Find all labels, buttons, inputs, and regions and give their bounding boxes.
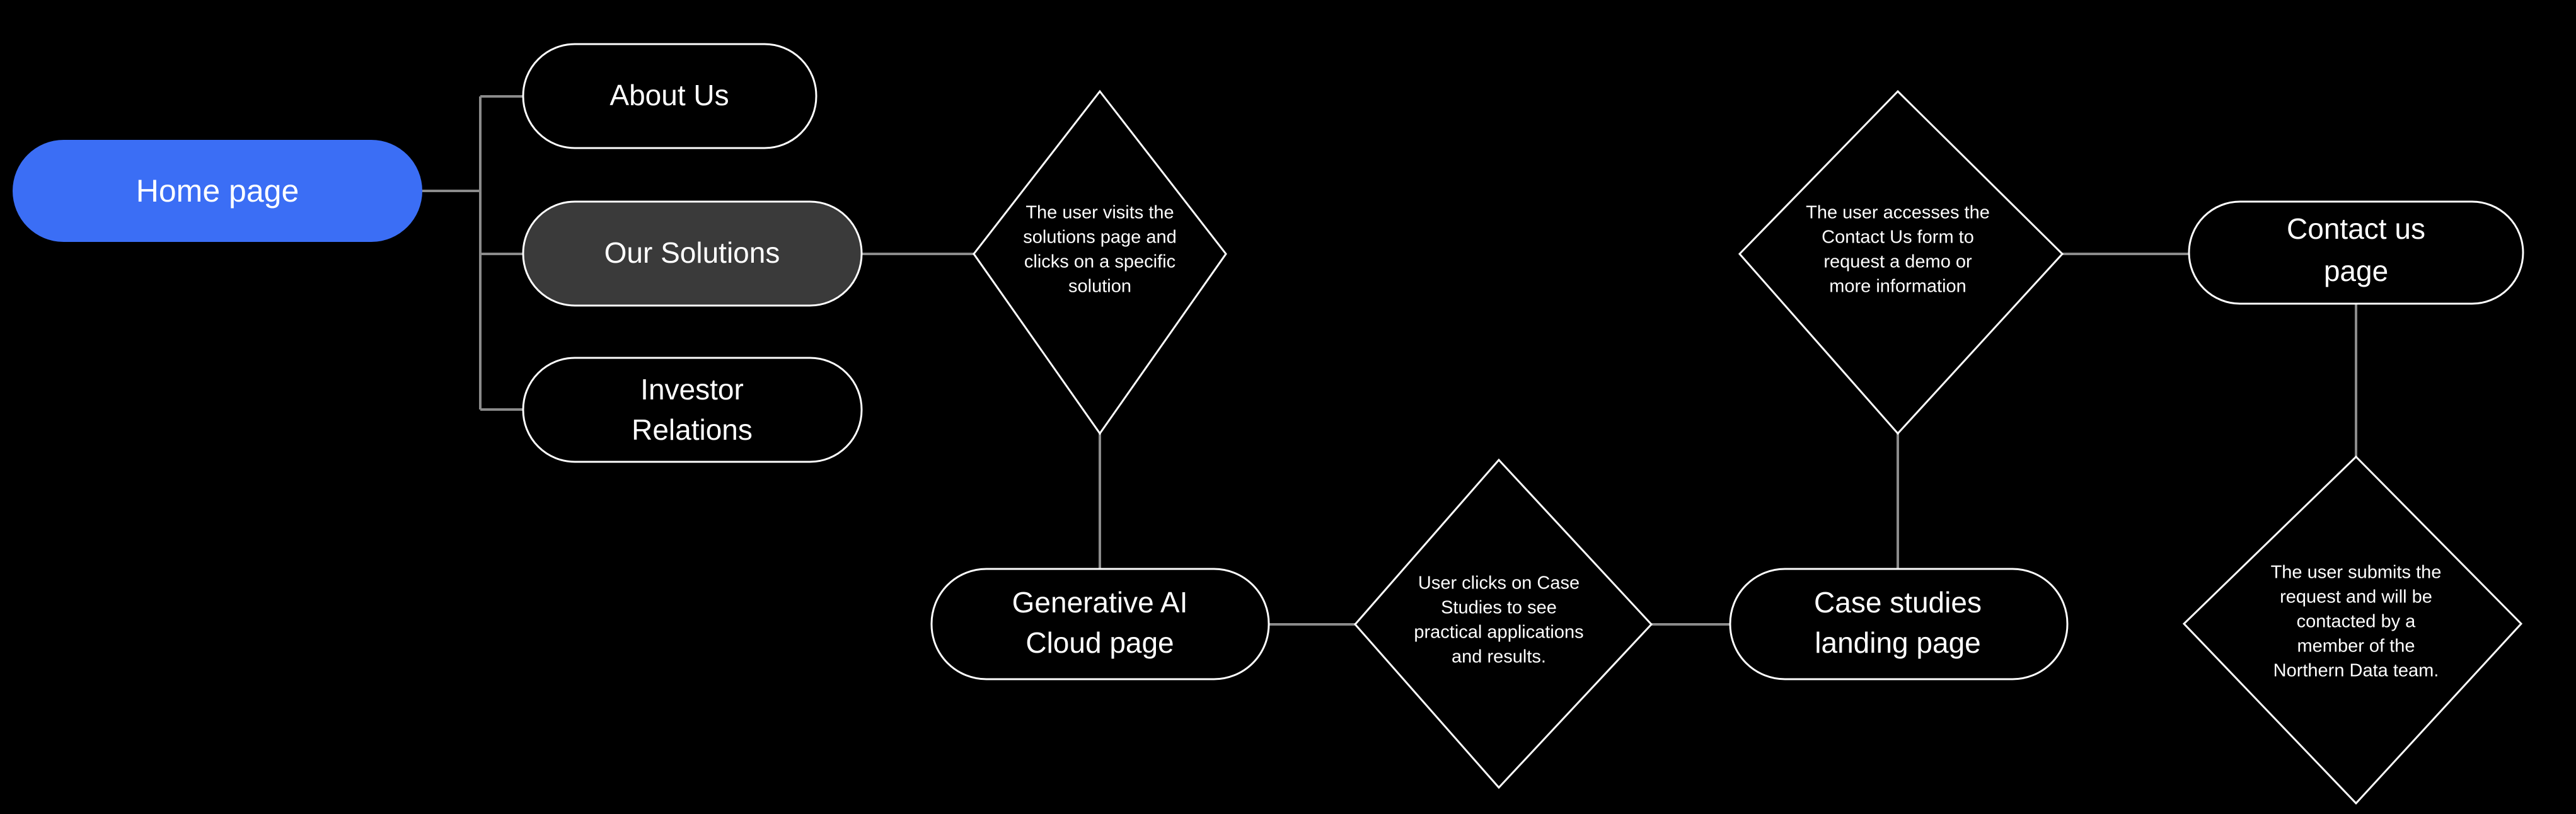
node-our-solutions-label: Our Solutions [604, 236, 780, 269]
decision-submit-request-line-1: The user submits the [2271, 563, 2442, 583]
decision-visit-solutions-line-4: solution [1068, 277, 1131, 297]
decision-visit-solutions-line-2: solutions page and [1023, 227, 1176, 248]
node-generative-ai-cloud-page-line-1: Generative AI [1012, 586, 1188, 619]
decision-access-contact-form-line-2: Contact Us form to [1822, 227, 1974, 248]
decision-access-contact-form-shape [1738, 89, 2064, 435]
decision-submit-request-line-3: contacted by a [2297, 612, 2416, 632]
decision-click-case-studies-line-1: User clicks on Case [1418, 573, 1580, 593]
decision-click-case-studies[interactable]: User clicks on Case Studies to see pract… [1354, 458, 1653, 789]
decision-click-case-studies-shape [1354, 458, 1653, 789]
edge-group [422, 95, 2357, 626]
node-our-solutions[interactable]: Our Solutions [522, 200, 863, 307]
node-contact-us-page-line-2: page [2324, 255, 2388, 287]
decision-submit-request-line-5: Northern Data team. [2273, 661, 2439, 681]
node-investor-relations-line-1: Investor [640, 373, 744, 406]
node-home-page-shape [13, 140, 422, 242]
node-case-studies-landing-page-line-1: Case studies [1814, 586, 1982, 619]
node-generative-ai-cloud-page[interactable]: Generative AI Cloud page [930, 568, 1270, 680]
decision-click-case-studies-line-3: practical applications [1414, 622, 1583, 643]
node-generative-ai-cloud-page-line-2: Cloud page [1025, 626, 1174, 659]
node-home-page-label: Home page [136, 173, 299, 209]
decision-access-contact-form[interactable]: The user accesses the Contact Us form to… [1738, 89, 2064, 435]
node-about-us-shape [522, 43, 817, 149]
node-generative-ai-cloud-page-shape [930, 568, 1270, 680]
node-contact-us-page[interactable]: Contact us page [2188, 200, 2524, 305]
decision-access-contact-form-line-3: request a demo or [1823, 252, 1972, 272]
decision-click-case-studies-line-2: Studies to see [1441, 598, 1557, 618]
decision-submit-request[interactable]: The user submits the request and will be… [2182, 455, 2523, 805]
decision-visit-solutions-line-3: clicks on a specific [1024, 252, 1175, 272]
decision-submit-request-shape [2182, 455, 2523, 805]
node-case-studies-landing-page[interactable]: Case studies landing page [1729, 568, 2069, 680]
node-contact-us-page-line-1: Contact us [2287, 212, 2425, 245]
node-investor-relations-line-2: Relations [632, 413, 753, 446]
node-investor-relations[interactable]: Investor Relations [522, 357, 863, 463]
decision-visit-solutions-shape [973, 89, 1227, 435]
node-contact-us-page-shape [2188, 200, 2524, 305]
node-about-us-label: About Us [609, 79, 729, 112]
decision-visit-solutions[interactable]: The user visits the solutions page and c… [973, 89, 1227, 435]
decision-submit-request-line-4: member of the [2297, 636, 2415, 656]
decision-visit-solutions-line-1: The user visits the [1025, 203, 1174, 223]
decision-submit-request-line-2: request and will be [2280, 587, 2432, 607]
node-case-studies-landing-page-line-2: landing page [1815, 626, 1980, 659]
node-home-page[interactable]: Home page [13, 140, 422, 242]
decision-access-contact-form-line-1: The user accesses the [1806, 203, 1990, 223]
decision-access-contact-form-line-4: more information [1829, 277, 1967, 297]
node-our-solutions-shape [522, 200, 863, 307]
node-investor-relations-shape [522, 357, 863, 463]
node-case-studies-landing-page-shape [1729, 568, 2069, 680]
node-about-us[interactable]: About Us [522, 43, 817, 149]
decision-click-case-studies-line-4: and results. [1452, 647, 1546, 667]
